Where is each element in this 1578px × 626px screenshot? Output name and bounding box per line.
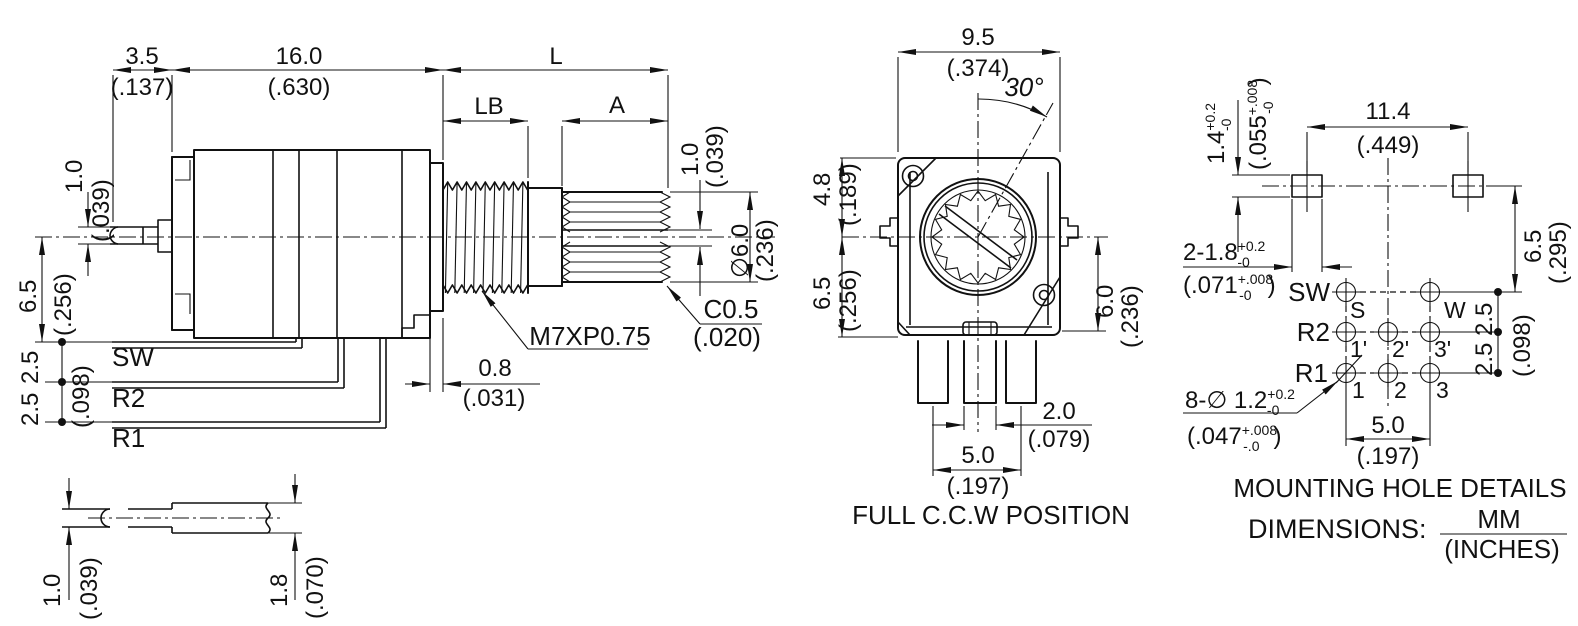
hole-connectors xyxy=(1345,291,1431,374)
dim-m65-in: (.295) xyxy=(1545,221,1572,284)
slot-height-in: (.055+.008-0) xyxy=(1244,77,1276,170)
dim-3-5-in: (.137) xyxy=(111,74,174,101)
dim-f60-mm: 6.0 xyxy=(1092,285,1119,318)
row-label-r2: R2 xyxy=(1297,317,1330,347)
row-label-r1: R1 xyxy=(1295,358,1328,388)
knurl-serrations xyxy=(560,191,672,283)
dim-f60-in: (.236) xyxy=(1117,285,1144,348)
pin-wide-mm: 1.8 xyxy=(266,574,293,607)
pin-detail-view: 1.0 (.039) 1.8 (.070) xyxy=(39,474,329,620)
dim-slot-in: (.039) xyxy=(702,125,729,188)
mounting-caption: MOUNTING HOLE DETAILS xyxy=(1233,473,1566,503)
mount-dimension-lines xyxy=(1183,100,1522,446)
terminal-label-sw: SW xyxy=(112,342,154,372)
legend-inches: (INCHES) xyxy=(1444,534,1560,564)
pin-label-3: 3 xyxy=(1436,377,1449,403)
dim-slot-mm: 1.0 xyxy=(677,143,704,176)
slot-width-mm: 2-1.8+0.2-0 xyxy=(1183,238,1266,270)
terminal-label-r1: R1 xyxy=(112,423,145,453)
dim-pin-offset-in: (.039) xyxy=(88,179,115,242)
dim-m65-mm: 6.5 xyxy=(1520,230,1547,263)
row-label-sw: SW xyxy=(1288,277,1330,307)
dim-pitch-b: 2.5 xyxy=(17,393,44,426)
dim-9-5-in: (.374) xyxy=(947,55,1010,82)
dim-6-5-mm: 6.5 xyxy=(15,280,42,313)
dim-4-8-mm: 4.8 xyxy=(809,173,836,206)
dim-f65-in: (.256) xyxy=(835,269,862,332)
side-view: 3.5 (.137) 16.0 (.630) L LB A 1.0 (.039)… xyxy=(15,43,779,453)
dim-mpitch-a: 2.5 xyxy=(1471,303,1498,336)
front-view: 9.5 (.374) 30° 4.8 (.189) 6.5 (.256) 6.0… xyxy=(809,24,1144,530)
dim-6-5-in: (.256) xyxy=(50,273,77,336)
dim-4-8-in: (.189) xyxy=(835,163,862,226)
legend-mm: MM xyxy=(1477,504,1520,534)
pin-label-s: S xyxy=(1350,297,1365,323)
holes-spec-in: (.047+.008-.0) xyxy=(1187,422,1281,454)
dim-m50-in: (.197) xyxy=(1357,443,1420,470)
mount-holes xyxy=(1332,278,1444,387)
terminal-strips xyxy=(112,338,387,429)
dim-pitch-a: 2.5 xyxy=(17,351,44,384)
dim-0-8-mm: 0.8 xyxy=(478,355,511,382)
mounting-view: 11.4 (.449) 1.4+0.2-0 (.055+.008-0) 2-1.… xyxy=(1183,77,1572,503)
angle-30-label: 30° xyxy=(1004,72,1043,102)
dim-f50-in: (.197) xyxy=(947,473,1010,500)
dim-f65-mm: 6.5 xyxy=(809,277,836,310)
dim-m50-mm: 5.0 xyxy=(1371,412,1404,439)
dimensions-legend: DIMENSIONS: MM (INCHES) xyxy=(1248,504,1567,564)
dim-shaft-dia-in: (.236) xyxy=(752,219,779,282)
angle-30-line xyxy=(977,102,1054,238)
thread-crests xyxy=(444,181,524,294)
dim-mpitch-b: 2.5 xyxy=(1471,343,1498,376)
front-caption: FULL C.C.W POSITION xyxy=(852,500,1130,530)
dim-pitch-in: (.098) xyxy=(68,365,95,428)
thread-spec: M7XP0.75 xyxy=(529,321,650,351)
front-body-outline xyxy=(879,157,1079,404)
dim-L: L xyxy=(549,43,562,70)
dim-2-0-mm: 2.0 xyxy=(1042,398,1075,425)
side-dimension-lines xyxy=(35,67,762,426)
slot-height-mm: 1.4+0.2-0 xyxy=(1202,103,1234,164)
holes-spec-mm: 8-∅ 1.2+0.2-0 xyxy=(1185,386,1295,418)
dim-mpitch-in: (.098) xyxy=(1509,314,1536,377)
terminal-label-r2: R2 xyxy=(112,383,145,413)
dim-f50-mm: 5.0 xyxy=(961,442,994,469)
pin-label-3p: 3' xyxy=(1434,336,1451,362)
dim-LB: LB xyxy=(474,93,503,120)
dim-16-0-in: (.630) xyxy=(268,74,331,101)
pin-label-w: W xyxy=(1444,297,1466,323)
dim-9-5-mm: 9.5 xyxy=(961,24,994,51)
dim-11-4-mm: 11.4 xyxy=(1366,98,1411,125)
dim-pin-offset-mm: 1.0 xyxy=(61,160,88,193)
pin-detail-dimensions xyxy=(66,474,302,600)
slot-width-in: (.071+.008-0) xyxy=(1183,271,1276,303)
dim-3-5-mm: 3.5 xyxy=(125,43,158,70)
dim-11-4-in: (.449) xyxy=(1357,132,1420,159)
dim-0-8-in: (.031) xyxy=(463,385,526,412)
pin-thick-mm: 1.0 xyxy=(39,574,66,607)
pin-label-1p: 1' xyxy=(1350,336,1367,362)
dim-A: A xyxy=(609,92,625,119)
pin-wide-in: (.070) xyxy=(302,556,329,619)
pin-thick-in: (.039) xyxy=(76,557,103,620)
dim-16-0-mm: 16.0 xyxy=(276,43,323,70)
front-dimension-lines xyxy=(838,49,1106,476)
side-body-outline xyxy=(109,149,712,429)
legend-label: DIMENSIONS: xyxy=(1248,514,1427,544)
dim-2-0-in: (.079) xyxy=(1028,426,1091,453)
pin-label-1: 1 xyxy=(1352,377,1365,403)
dim-shaft-dia-mm: ∅6.0 xyxy=(727,224,754,278)
pin-label-2: 2 xyxy=(1394,377,1407,403)
chamfer-mm: C0.5 xyxy=(704,294,759,324)
chamfer-in: (.020) xyxy=(693,322,761,352)
pin-label-2p: 2' xyxy=(1392,336,1409,362)
